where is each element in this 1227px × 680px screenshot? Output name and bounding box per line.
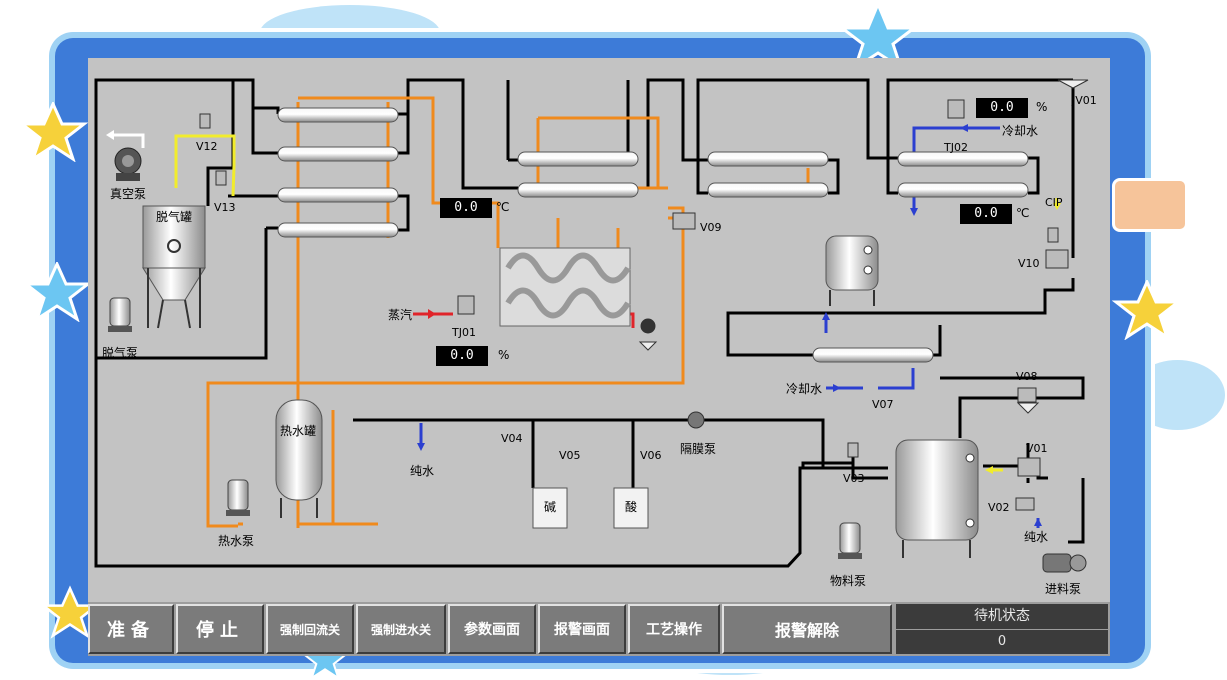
status-value: 0 [896,630,1108,654]
process-ops-button[interactable]: 工艺操作 [628,604,720,654]
valve-jv01-label[interactable]: JV01 [1072,94,1097,107]
valve-v01-label[interactable]: V01 [1026,442,1048,455]
force-inlet-off-button[interactable]: 强制进水关 [356,604,446,654]
valve-v03-label[interactable]: V03 [843,472,865,485]
valves-shapes [199,79,1089,511]
prepare-button[interactable]: 准备 [88,604,174,654]
pipes-black [94,78,1085,568]
pure-water-left-label: 纯水 [410,464,435,478]
temp-left-display[interactable]: 0.0 [440,198,492,218]
diaphragm-pump-label: 隔膜泵 [680,442,717,456]
cooling-water-mid-label: 冷却水 [786,382,823,396]
star-icon [1112,280,1182,340]
acid-tank-label: 酸 [625,500,638,514]
vacuum-pump-label: 真空泵 [110,187,147,201]
valve-v07-label[interactable]: V07 [872,398,894,411]
star-icon [22,262,92,322]
process-diagram [94,78,1089,573]
force-reflux-off-button[interactable]: 强制回流关 [266,604,354,654]
degas-tank-label: 脱气罐 [156,210,193,224]
hot-water-pump-label: 热水泵 [218,534,255,548]
valve-tj01-display[interactable]: 0.0 [436,346,488,366]
pipe-exhaust [113,133,145,148]
hot-water-pump-shape [226,479,250,516]
cooling-water-top-label: 冷却水 [1002,124,1039,138]
temp-left-unit: ℃ [496,200,510,214]
star-icon [838,2,918,72]
acid-tank-shape [613,487,649,529]
valve-v13-label[interactable]: V13 [214,201,236,214]
pipe-vacuum [174,134,236,197]
valve-v09-label[interactable]: V09 [700,221,722,234]
decor-tag [1112,178,1188,232]
valve-tj02-display[interactable]: 0.0 [976,98,1028,118]
diaphragm-pump-shape [687,411,705,429]
material-pump-label: 物料泵 [830,574,867,588]
alkali-tank-label: 碱 [544,500,557,514]
degas-tank-shape [142,205,206,329]
hot-water-tank-label: 热水罐 [280,424,317,438]
status-title: 待机状态 [896,604,1108,629]
steam-label: 蒸汽 [388,308,413,322]
material-pump-shape [838,522,862,559]
feed-pump-shape [1042,553,1087,573]
buffer-tank-shape [825,235,879,306]
temp-right-display[interactable]: 0.0 [960,204,1012,224]
valve-v08-label[interactable]: V08 [1016,370,1038,383]
valve-v06-label[interactable]: V06 [640,449,662,462]
degas-pump-shape [108,297,132,332]
star-icon [18,102,88,162]
vacuum-pump-shape [114,147,142,181]
valve-v10-label[interactable]: V10 [1018,257,1040,270]
alarm-screen-button[interactable]: 报警画面 [538,604,626,654]
valve-v12-label[interactable]: V12 [196,140,218,153]
params-screen-button[interactable]: 参数画面 [448,604,536,654]
valve-tj01-label[interactable]: TJ01 [452,326,476,339]
valve-tj02-unit: % [1036,100,1048,114]
valve-v04-label[interactable]: V04 [501,432,523,445]
alarm-reset-button[interactable]: 报警解除 [722,604,892,654]
decor-cloud-right [1130,360,1225,430]
hmi-screen: 真空泵 脱气罐 脱气泵 热水罐 热水泵 物料泵 进料泵 隔膜泵 碱 酸 V12 … [88,58,1110,656]
pure-water-right-label: 纯水 [1024,530,1049,544]
temp-right-unit: ℃ [1016,206,1030,220]
valve-tj01-unit: % [498,348,510,362]
feed-pump-label: 进料泵 [1045,582,1082,596]
material-tank-shape [895,439,979,558]
degas-pump-label: 脱气泵 [102,346,139,360]
cip-label: CIP [1045,196,1063,209]
valve-v05-label[interactable]: V05 [559,449,581,462]
coil-heater [499,247,631,327]
valve-v02-label[interactable]: V02 [988,501,1010,514]
heat-exchanger [277,107,1029,363]
alkali-tank-shape [532,487,568,529]
stop-button[interactable]: 停止 [176,604,264,654]
valve-tj02-label[interactable]: TJ02 [944,141,968,154]
hot-water-tank-shape [275,399,323,518]
